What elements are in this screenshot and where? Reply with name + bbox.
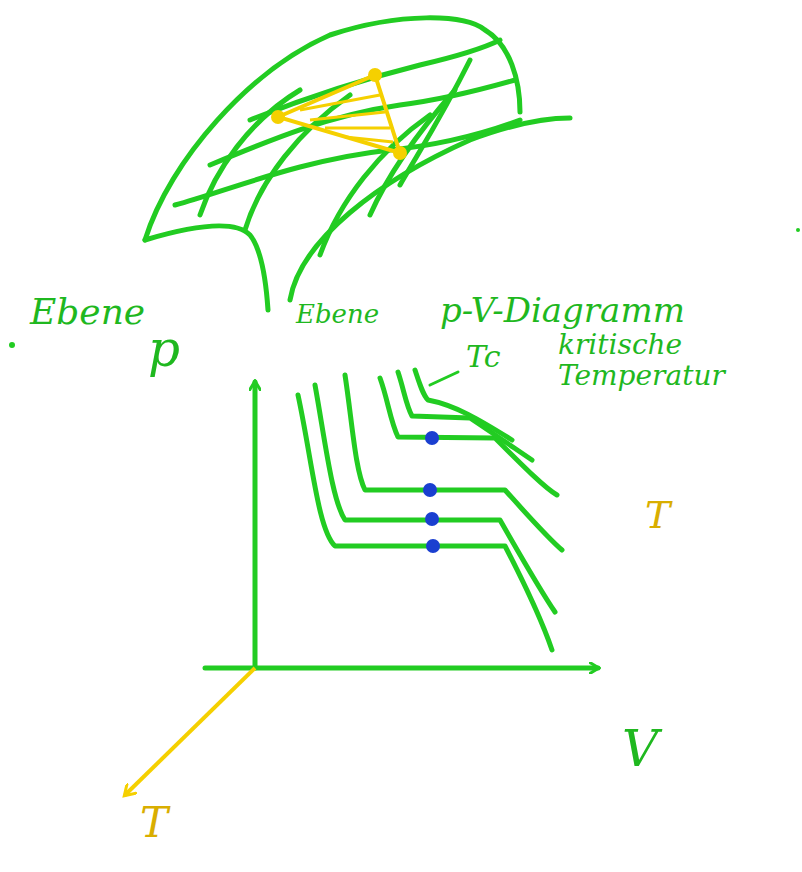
critical-label: kritische Temperatur (558, 330, 788, 392)
diagram-title: p-V-Diagramm (440, 292, 685, 329)
dot (796, 228, 800, 232)
t-axis (125, 668, 255, 795)
axis-label: p (148, 322, 180, 377)
pvt-surface (145, 18, 570, 310)
critical-symbol: Tc (466, 340, 500, 373)
plane-label: Ebene (296, 300, 379, 329)
yellow-triangle (271, 68, 407, 160)
axis-label: V (622, 722, 658, 777)
axis-label: T (140, 800, 168, 846)
isotherms (298, 370, 562, 650)
dot (9, 342, 15, 348)
critical-dots (423, 431, 440, 553)
axis-label: T (645, 495, 670, 537)
plane-label: Ebene (30, 292, 145, 332)
